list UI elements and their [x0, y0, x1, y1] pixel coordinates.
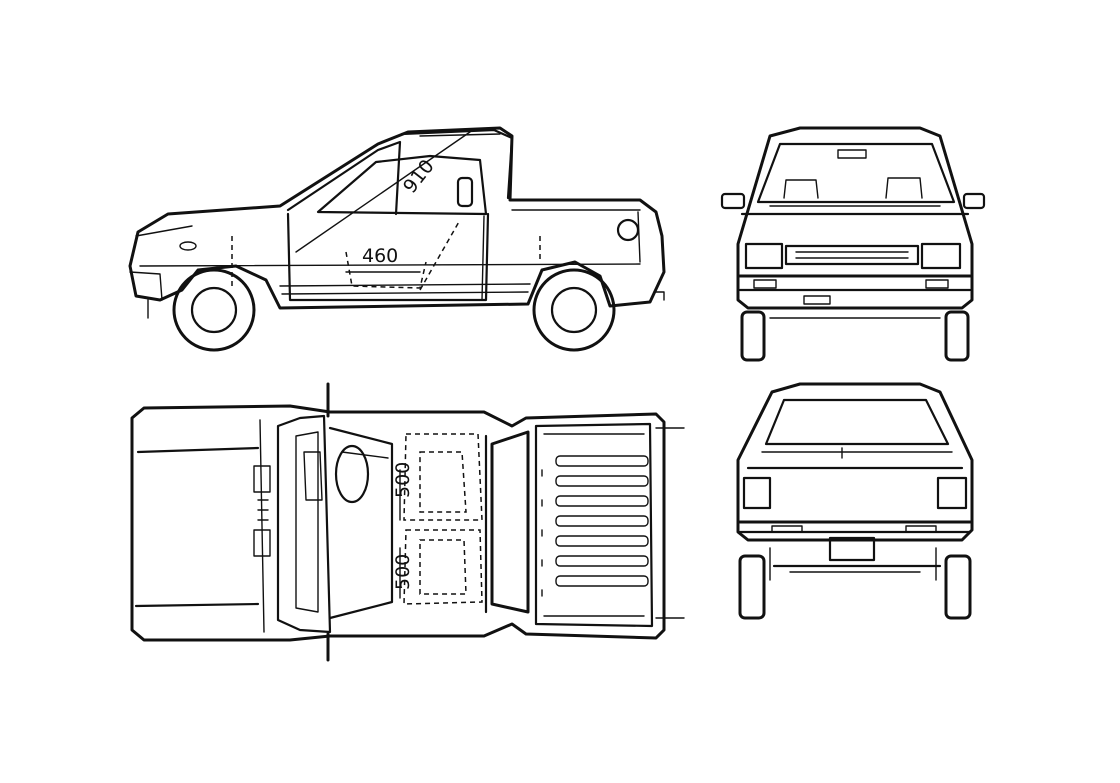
dimension-label-910: 910: [399, 155, 439, 197]
side-view: 910 460: [128, 126, 666, 352]
rear-view: [736, 382, 974, 620]
bed-ribs: [555, 455, 649, 587]
dimension-label-500-front: 500: [392, 462, 414, 498]
front-view: [720, 126, 986, 362]
dimension-label-500-rear: 500: [392, 554, 414, 590]
dimension-label-460: 460: [362, 245, 398, 267]
top-view: 500 500: [130, 382, 685, 662]
